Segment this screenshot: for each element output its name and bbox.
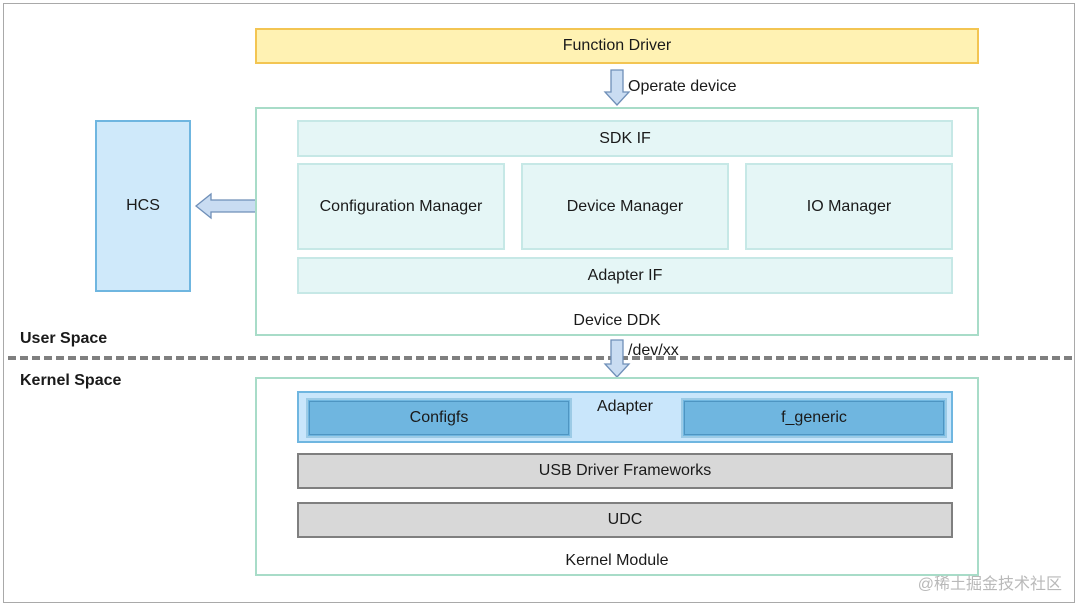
device-manager-box: Device Manager <box>521 163 729 250</box>
user-kernel-divider <box>8 356 1072 360</box>
watermark: @稀土掘金技术社区 <box>917 576 1062 593</box>
sdk-if-box: SDK IF <box>297 120 953 157</box>
operate-device-label: Operate device <box>628 78 737 95</box>
adapter-box: Adapter Configfs f_generic <box>297 391 953 443</box>
kernel-space-label: Kernel Space <box>20 372 122 389</box>
configuration-manager-box: Configuration Manager <box>297 163 505 250</box>
io-manager-box: IO Manager <box>745 163 953 250</box>
device-ddk-container: SDK IF Configuration Manager Device Mana… <box>255 107 979 336</box>
usb-driver-frameworks-label: USB Driver Frameworks <box>538 462 712 479</box>
sdk-if-label: SDK IF <box>599 129 651 147</box>
device-ddk-title: Device DDK <box>573 312 661 329</box>
hcs-box: HCS <box>95 120 191 292</box>
dev-path-arrow-icon <box>603 339 631 378</box>
adapter-if-label: Adapter IF <box>587 266 663 284</box>
hcs-label: HCS <box>126 197 160 214</box>
io-manager-label: IO Manager <box>806 197 892 215</box>
kernel-module-container: Adapter Configfs f_generic USB Driver Fr… <box>255 377 979 576</box>
device-manager-label: Device Manager <box>566 197 684 215</box>
adapter-if-box: Adapter IF <box>297 257 953 294</box>
function-driver-label: Function Driver <box>562 37 672 54</box>
kernel-module-title: Kernel Module <box>565 552 669 569</box>
function-driver-box: Function Driver <box>255 28 979 64</box>
operate-device-arrow-icon <box>603 69 631 106</box>
configfs-label: Configfs <box>409 409 469 426</box>
adapter-label: Adapter <box>596 398 654 415</box>
user-space-label: User Space <box>20 330 108 347</box>
diagram-frame <box>3 3 1075 603</box>
configfs-box: Configfs <box>306 398 572 438</box>
configuration-manager-label: Configuration Manager <box>319 197 483 215</box>
dev-path-label: /dev/xx <box>628 342 679 359</box>
f-generic-box: f_generic <box>681 398 947 438</box>
usb-driver-frameworks-box: USB Driver Frameworks <box>297 453 953 489</box>
udc-box: UDC <box>297 502 953 538</box>
udc-label: UDC <box>607 511 643 528</box>
f-generic-label: f_generic <box>781 409 847 426</box>
